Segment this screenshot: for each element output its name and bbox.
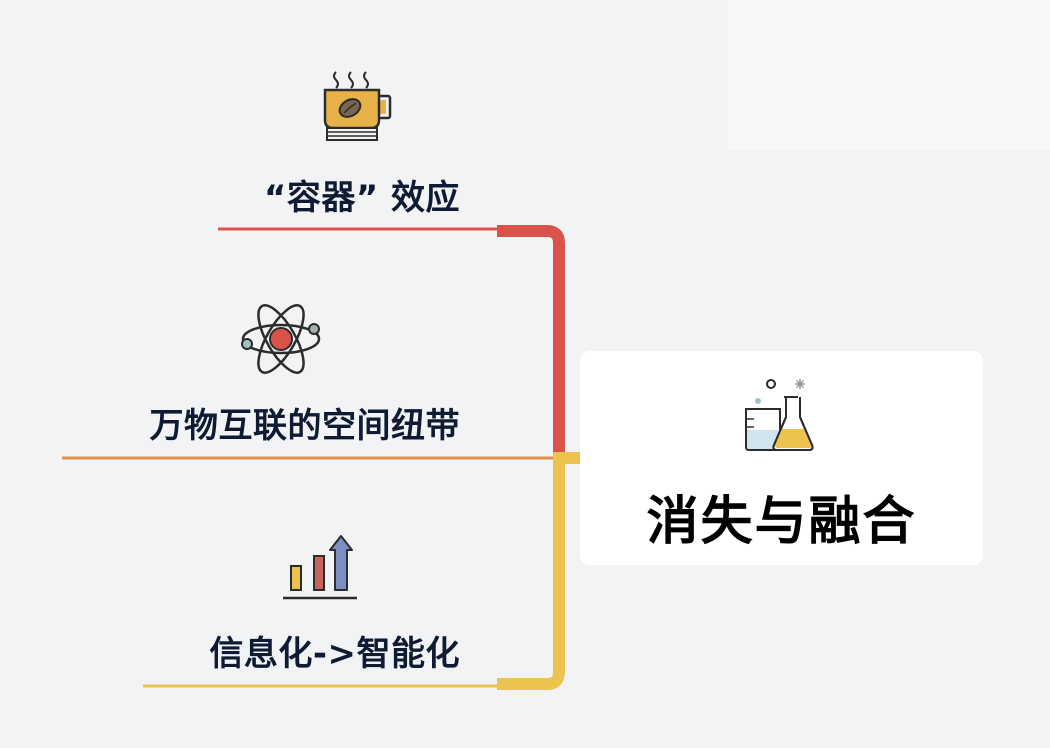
branch-1-label: “容器” 效应: [263, 178, 460, 218]
central-topic-title: 消失与融合: [646, 492, 917, 552]
branch-3-connector: [497, 458, 565, 690]
branch-3-label: 信息化->智能化: [209, 634, 460, 674]
bar-chart-growth-icon: [283, 535, 357, 600]
branch-1-connector: [497, 225, 565, 458]
branch-2-label: 万物互联的空间纽带: [149, 406, 460, 446]
central-topic-card[interactable]: 消失与融合: [580, 351, 983, 565]
corner-panel: [728, 0, 1050, 150]
flask-beaker-icon: [745, 379, 814, 451]
atom-icon: [241, 304, 321, 374]
coffee-cup-icon: [323, 71, 392, 141]
